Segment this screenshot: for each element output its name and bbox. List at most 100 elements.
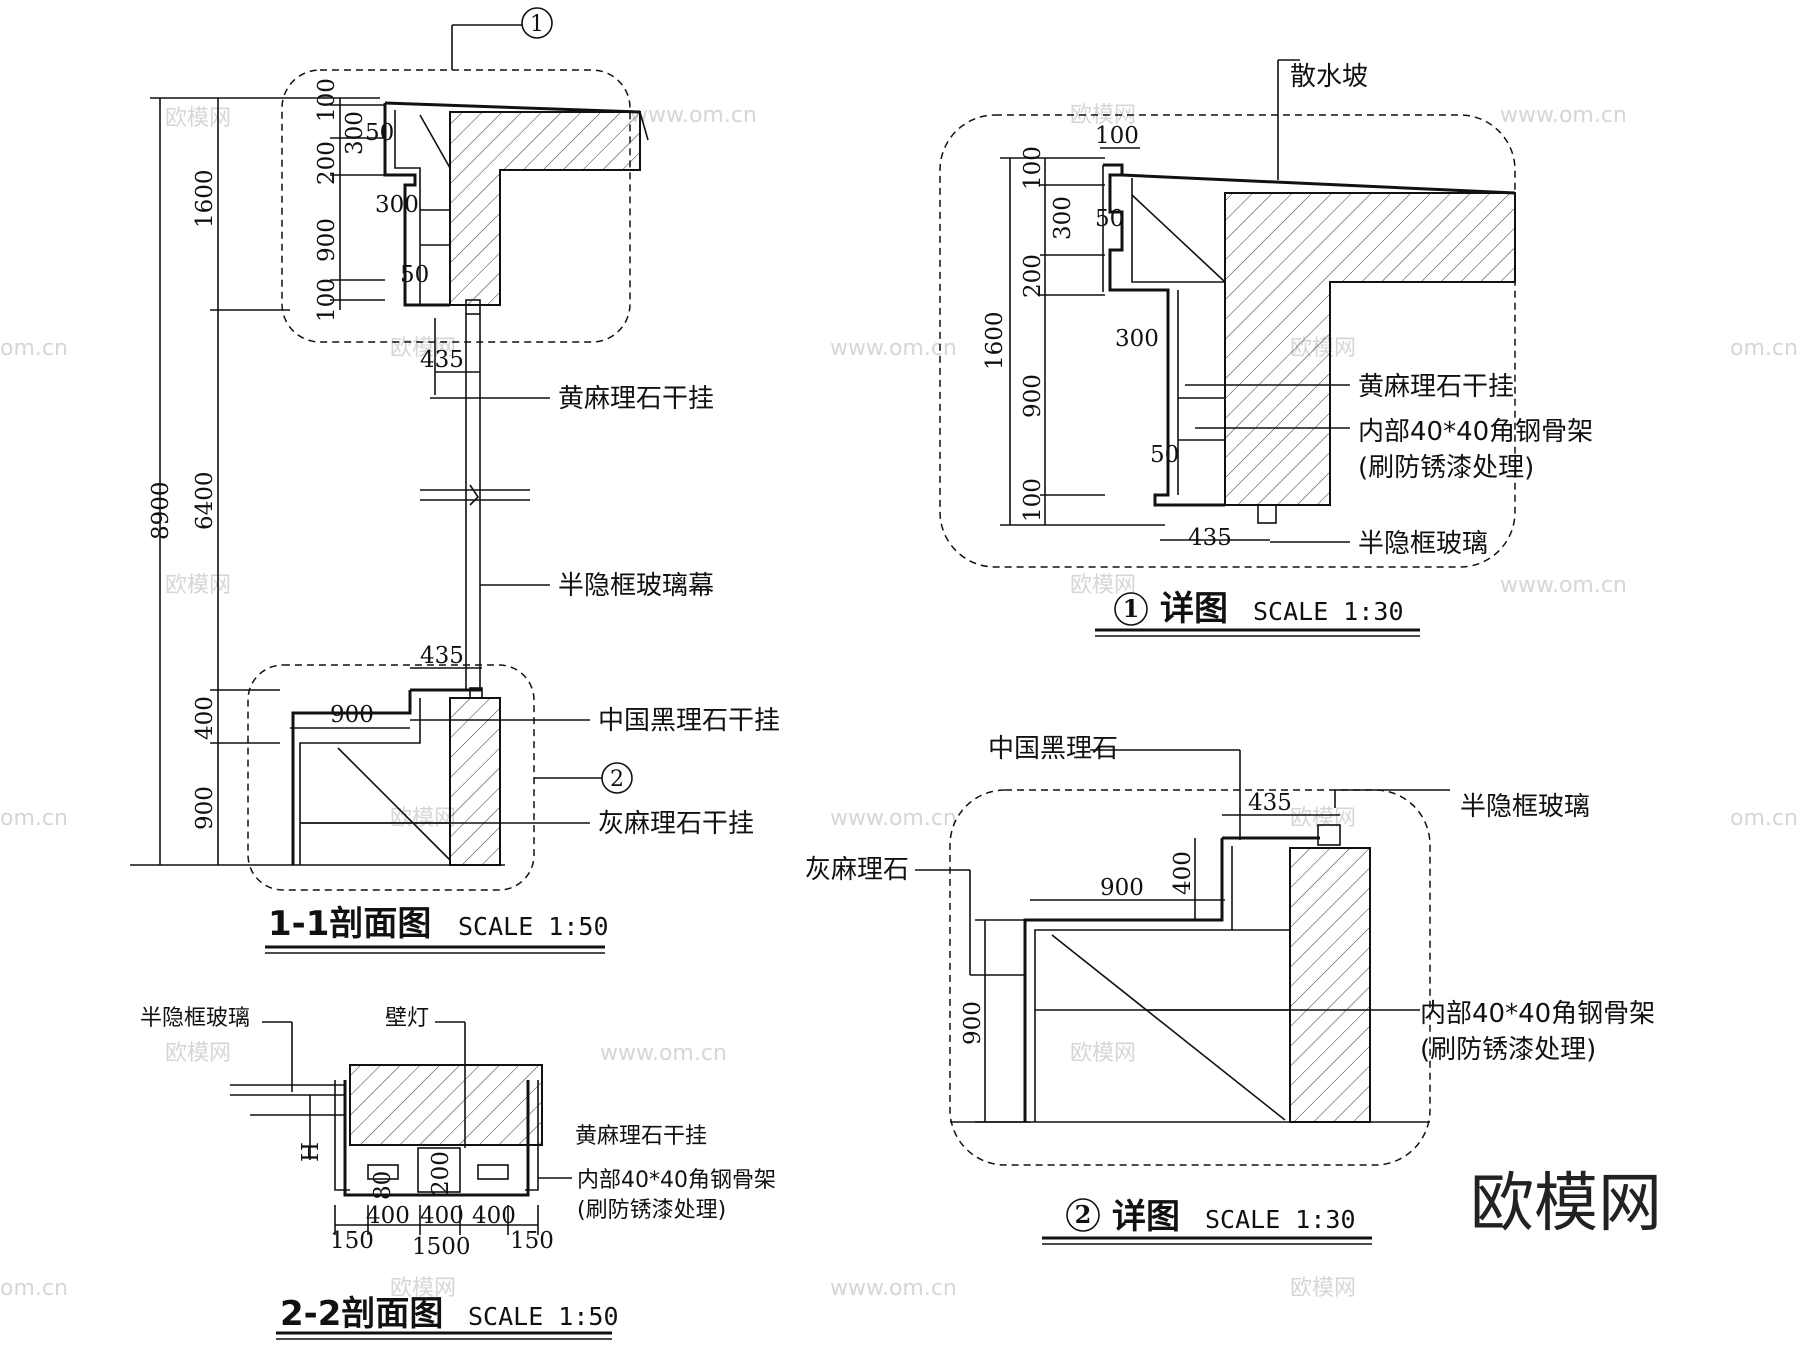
dim-100-top: 100: [1095, 123, 1139, 149]
label-rust-treat: (刷防锈漆处理): [577, 1198, 726, 1223]
watermark-url: om.cn: [1730, 806, 1798, 831]
apron-slope: [1121, 173, 1516, 195]
marble-cladding: [343, 1080, 530, 1197]
dimension-set: [975, 814, 1340, 1123]
watermark-url: om.cn: [0, 806, 68, 831]
cornice-inner: [1131, 178, 1225, 283]
label-glass: 半隐框玻璃: [140, 1006, 250, 1031]
watermark-url: om.cn: [1730, 336, 1798, 361]
detail-scale: SCALE 1:30: [1205, 1205, 1356, 1234]
dim-300-b: 300: [1115, 326, 1159, 352]
label-grey-marble: 灰麻理石干挂: [598, 809, 754, 839]
dim-400-c: 400: [472, 1203, 516, 1229]
steel-brace: [337, 747, 451, 861]
dim-1500: 1500: [412, 1234, 471, 1260]
steel-angle: [367, 1164, 399, 1180]
detail-2: 435 400 900 900 中国黑理石 半隐框玻璃 灰麻理石 内部40*40…: [805, 734, 1655, 1245]
break-zigzag: [469, 484, 480, 506]
dim-200: 200: [1020, 254, 1046, 298]
watermark-text: 欧模网: [1070, 1041, 1136, 1066]
cornice-profile: [1103, 163, 1225, 507]
watermark-url: www.om.cn: [830, 336, 957, 361]
dim-900-w: 900: [330, 702, 374, 728]
dimension-set: [150, 97, 482, 865]
detail-title: 详图: [1112, 1197, 1180, 1237]
dim-50-b: 50: [400, 262, 429, 288]
plinth-inner: [1034, 846, 1233, 1122]
label-apron: 散水坡: [1290, 62, 1368, 92]
label-black-marble: 中国黑理石干挂: [598, 706, 780, 736]
watermark-url: om.cn: [0, 336, 68, 361]
section-scale: SCALE 1:50: [458, 912, 609, 941]
dim-400: 400: [192, 696, 218, 740]
dim-400-a: 400: [366, 1203, 410, 1229]
watermark-layer: 欧模网 www.om.cn 欧模网 www.om.cn om.cn 欧模网 ww…: [0, 103, 1798, 1301]
label-glass: 半隐框玻璃: [1460, 792, 1590, 822]
watermark-text: 欧模网: [165, 106, 231, 131]
label-grey-marble: 灰麻理石: [805, 855, 909, 885]
dimension-set: [1000, 147, 1270, 541]
plinth-profile: [1023, 838, 1224, 1122]
dim-400: 400: [1170, 851, 1196, 895]
column-concrete: [349, 1064, 543, 1146]
dim-100-v: 100: [1020, 146, 1046, 190]
dimension-set: [309, 1095, 539, 1235]
wall-lamp-box: [417, 1147, 461, 1193]
dim-900: 900: [314, 218, 340, 262]
callout-circle-1: [521, 7, 553, 39]
callout-number: 2: [610, 767, 624, 792]
watermark-text: 欧模网: [1290, 1276, 1356, 1301]
label-glass: 半隐框玻璃: [1358, 529, 1488, 559]
dim-300-b: 300: [375, 192, 419, 218]
dim-435-a: 435: [420, 347, 464, 373]
dim-200: 200: [314, 141, 340, 185]
cornice-inner: [394, 110, 421, 305]
dim-400-b: 400: [420, 1203, 464, 1229]
dim-1600: 1600: [192, 169, 218, 228]
dim-h: H: [298, 1142, 324, 1162]
detail-boundary: [949, 789, 1431, 1166]
steel-brace: [1051, 934, 1286, 1121]
label-yellow-marble: 黄麻理石干挂: [1358, 372, 1514, 402]
dim-150-b: 150: [510, 1228, 554, 1254]
watermark-text: 欧模网: [165, 1041, 231, 1066]
dim-6400: 6400: [192, 471, 218, 530]
dim-435: 435: [1188, 525, 1232, 551]
label-yellow-marble: 黄麻理石干挂: [558, 384, 714, 414]
dim-300: 300: [1050, 196, 1076, 240]
section-2-2: 400 400 400 150 1500 150 80 200 H 半隐框玻璃 …: [140, 1006, 776, 1340]
dim-435-b: 435: [420, 643, 464, 669]
marble-return: [334, 1080, 350, 1191]
dim-8900: 8900: [148, 481, 174, 540]
dim-50-b: 50: [1150, 442, 1179, 468]
dim-900-h: 900: [960, 1001, 986, 1045]
section-title: 2-2剖面图: [280, 1294, 443, 1334]
label-yellow-marble: 黄麻理石干挂: [575, 1124, 707, 1149]
dim-200: 200: [428, 1151, 454, 1195]
dim-300: 300: [342, 111, 368, 155]
dim-150-a: 150: [330, 1228, 374, 1254]
detail-title: 详图: [1160, 589, 1228, 629]
brand-watermark: 欧模网: [1470, 1167, 1662, 1241]
base-concrete: [449, 697, 501, 866]
title-callout-number: 2: [1075, 1200, 1092, 1229]
callout-number: 1: [530, 12, 544, 37]
dim-100-bot: 100: [1020, 478, 1046, 522]
detail-boundary-1: [281, 69, 631, 343]
watermark-url: www.om.cn: [1500, 103, 1627, 128]
break-line: [639, 111, 649, 141]
watermark-url: www.om.cn: [630, 103, 757, 128]
watermark-text: 欧模网: [390, 336, 456, 361]
label-black-marble: 中国黑理石: [988, 734, 1118, 764]
glass-clip: [465, 299, 481, 315]
dim-900: 900: [1020, 374, 1046, 418]
concrete-slab: [449, 111, 641, 306]
dim-1600: 1600: [982, 311, 1008, 370]
label-rust-treat: (刷防锈漆处理): [1420, 1035, 1596, 1065]
detail-scale: SCALE 1:30: [1253, 597, 1404, 626]
dim-80: 80: [370, 1171, 396, 1200]
watermark-text: 欧模网: [165, 573, 231, 598]
watermark-url: www.om.cn: [600, 1041, 727, 1066]
plinth-profile: [291, 690, 412, 865]
